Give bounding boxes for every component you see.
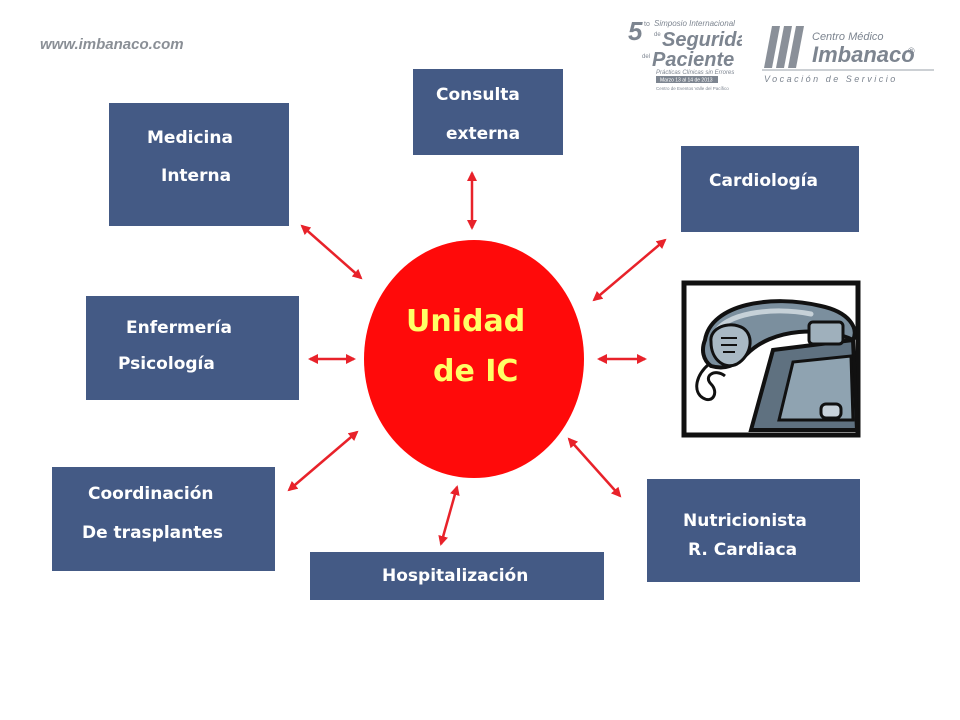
- node-nutricionista-line2: R. Cardiaca: [688, 540, 798, 560]
- arrow-nutricionista: [567, 437, 622, 498]
- symposium-line6: Centro de Eventos Valle del Pacífico: [656, 86, 729, 91]
- symposium-line2b: Seguridad: [662, 29, 742, 51]
- center-unidad-ic: Unidad de IC: [364, 240, 584, 478]
- imbanaco-name1: Centro Médico: [812, 31, 884, 43]
- center-line1: Unidad: [406, 304, 526, 339]
- telephone-icon: [681, 280, 861, 438]
- node-cardiologia: Cardiología: [681, 146, 859, 232]
- arrow-medicina: [300, 224, 363, 280]
- node-nutricionista-rcardiaca: Nutricionista R. Cardiaca: [647, 479, 860, 582]
- node-nutricionista-line1: Nutricionista: [683, 511, 807, 531]
- node-coordinacion-trasplantes: Coordinación De trasplantes: [52, 467, 275, 571]
- arrow-hospitalizacion: [438, 485, 460, 546]
- node-cardiologia-line1: Cardiología: [709, 171, 818, 191]
- symposium-number: 5: [628, 16, 643, 46]
- node-enfermeria-line2: Psicología: [118, 354, 215, 374]
- node-medicina-line2: Interna: [161, 166, 232, 186]
- node-coordinacion-line1: Coordinación: [88, 484, 214, 504]
- node-medicina-interna: Medicina Interna: [109, 103, 289, 226]
- node-consulta-line1: Consulta: [436, 85, 520, 105]
- imbanaco-tagline: Vocación de Servicio: [764, 74, 898, 84]
- symposium-superscript: to: [644, 21, 650, 28]
- symposium-logo: 5 to Simposio Internacional de Seguridad…: [628, 16, 742, 91]
- imbanaco-logo: Centro Médico Imbanaco ® Vocación de Ser…: [762, 26, 934, 84]
- symposium-line1: Simposio Internacional: [654, 19, 735, 28]
- node-consulta-line2: externa: [446, 124, 521, 144]
- imbanaco-registered: ®: [908, 46, 915, 56]
- symposium-line5: Marzo 13 al 14 de 2013: [660, 78, 713, 84]
- symposium-line4: Prácticas Clínicas sin Errores: [656, 70, 734, 76]
- imbanaco-name2: Imbanaco: [812, 42, 915, 67]
- node-enfermeria-psicologia: Enfermería Psicología: [86, 296, 299, 400]
- node-coordinacion-line2: De trasplantes: [82, 523, 224, 543]
- node-consulta-externa: Consulta externa: [413, 69, 563, 155]
- arrow-coordinacion: [287, 430, 359, 492]
- node-hospitalizacion: Hospitalización: [310, 552, 604, 600]
- symposium-line3b: Paciente: [652, 49, 734, 71]
- node-hospitalizacion-line1: Hospitalización: [382, 566, 529, 586]
- imbanaco-mark-icon: [764, 26, 804, 68]
- node-medicina-line1: Medicina: [147, 128, 233, 148]
- symposium-line3a: del: [642, 54, 650, 60]
- node-enfermeria-line1: Enfermería: [126, 318, 232, 338]
- arrow-cardiologia: [592, 238, 667, 302]
- center-line2: de IC: [433, 354, 519, 389]
- symposium-line2a: de: [654, 32, 661, 38]
- website-url: www.imbanaco.com: [40, 36, 184, 53]
